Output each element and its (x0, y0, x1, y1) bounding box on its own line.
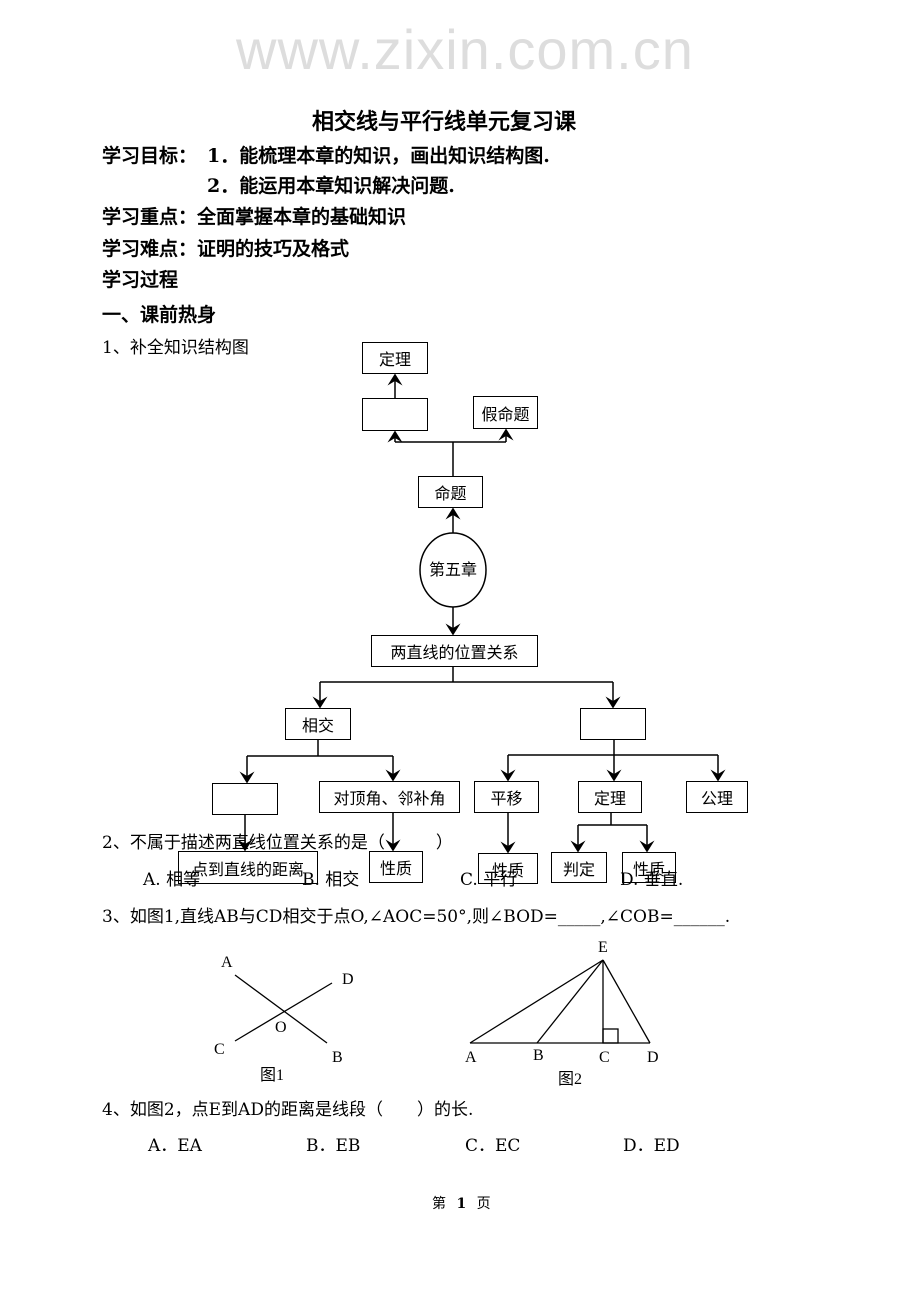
q2-option-b: B. 相交 (302, 870, 360, 890)
box-property-3: 性质 (622, 852, 676, 883)
box-false-proposition: 假命题 (473, 396, 538, 429)
fig2-label-e: E (598, 939, 608, 956)
q2-option-a: A. 相等 (143, 870, 201, 890)
circle-chapter: 第五章 (429, 560, 478, 579)
fig2-label-a: A (465, 1049, 477, 1066)
question-4-stem: 4、如图2，点E到AD的距离是线段（ ）的长. (102, 1100, 474, 1120)
question-3-stem: 3、如图1,直线AB与CD相交于点O,∠AOC=50°,则∠BOD=_____,… (102, 907, 731, 927)
q4-option-a: A．EA (148, 1136, 202, 1156)
box-relation: 两直线的位置关系 (371, 635, 538, 667)
box-translation: 平移 (474, 781, 539, 813)
fig1-label-o: O (275, 1019, 287, 1036)
section-heading: 一、课前热身 (102, 304, 217, 326)
q2-option-d: D. 垂直. (620, 870, 684, 890)
box-judge: 判定 (551, 852, 607, 883)
box-blank-true-proposition[interactable] (362, 398, 428, 431)
goals-label: 学习目标： (102, 145, 198, 167)
fig1-label-a: A (221, 954, 233, 971)
q2-option-c: C. 平行 (460, 870, 518, 890)
footer-suffix: 页 (476, 1196, 491, 1212)
fig2-label-c: C (599, 1049, 610, 1066)
fig1-caption: 图1 (260, 1067, 285, 1084)
page-number: 1 (456, 1196, 467, 1212)
q4-option-c: C．EC (465, 1136, 521, 1156)
page-title: 相交线与平行线单元复习课 (312, 109, 577, 135)
q4-option-b: B．EB (306, 1136, 361, 1156)
fig1-label-c: C (214, 1041, 225, 1058)
fig2-label-b: B (533, 1047, 544, 1064)
figure-2-lines (469, 959, 651, 1044)
box-proposition: 命题 (418, 476, 483, 508)
process-heading: 学习过程 (102, 269, 179, 291)
difficulty: 学习难点：证明的技巧及格式 (102, 238, 350, 260)
fig1-label-d: D (342, 971, 354, 988)
box-distance: 点到直线的距离 (178, 851, 318, 884)
question-2-stem: 2、不属于描述两直线位置关系的是（ ） (102, 833, 453, 853)
fig2-caption: 图2 (558, 1071, 583, 1088)
goal-2: 2．能运用本章知识解决问题. (207, 175, 455, 197)
question-1: 1、补全知识结构图 (102, 338, 249, 358)
footer-prefix: 第 (432, 1196, 446, 1212)
fig1-label-b: B (332, 1049, 343, 1066)
box-theorem-top: 定理 (362, 342, 428, 374)
goal-1: 1．能梳理本章的知识，画出知识结构图. (207, 145, 550, 167)
box-axiom: 公理 (686, 781, 748, 813)
q4-option-d: D．ED (623, 1136, 680, 1156)
box-intersect: 相交 (285, 708, 351, 740)
figure-1-lines (234, 974, 333, 1044)
watermark: www.zixin.com.cn (236, 18, 694, 81)
box-blank-parallel[interactable] (580, 708, 646, 740)
box-theorem: 定理 (578, 781, 642, 813)
box-property-1: 性质 (369, 851, 423, 883)
fig2-label-d: D (647, 1049, 659, 1066)
box-vertical-adjacent-angles: 对顶角、邻补角 (319, 781, 460, 813)
key-point: 学习重点：全面掌握本章的基础知识 (102, 206, 407, 228)
page-footer: 第 1 页 (432, 1197, 491, 1211)
box-property-2: 性质 (478, 853, 538, 884)
box-blank-perpendicular[interactable] (212, 783, 278, 815)
